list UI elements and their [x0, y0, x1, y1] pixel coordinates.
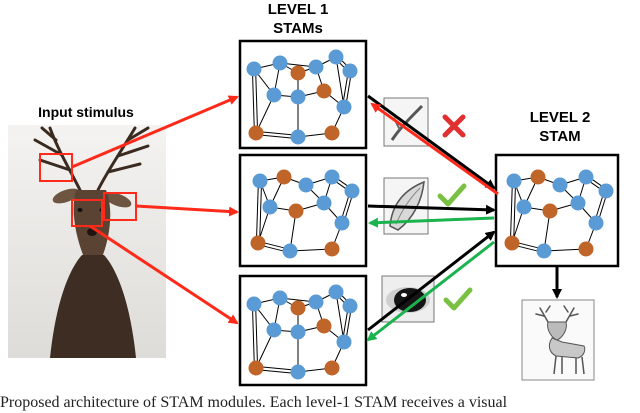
graph-node-orange: [250, 235, 266, 251]
graph-edge: [259, 181, 263, 244]
graph-node-blue: [506, 173, 522, 189]
arrow-input-to-level1-bottom: [89, 224, 239, 325]
graph-edge: [509, 180, 513, 243]
graph-node-blue: [266, 322, 282, 338]
graph-node-blue: [266, 87, 282, 103]
graph-node-blue: [272, 290, 288, 306]
graph-node-orange: [248, 360, 264, 376]
graph-node-blue: [290, 89, 306, 105]
arrow-input-to-level1-top: [71, 95, 239, 169]
graph-node-blue: [336, 99, 352, 115]
graph-node-blue: [290, 129, 306, 145]
stam-graph-3: [246, 284, 358, 380]
graph-node-orange: [530, 169, 546, 185]
level2-title: LEVEL 2: [530, 109, 591, 126]
graph-edge: [255, 180, 259, 243]
graph-node-orange: [316, 83, 332, 99]
graph-node-blue: [570, 195, 586, 211]
graph-node-orange: [290, 300, 306, 316]
graph-node-blue: [536, 243, 552, 259]
graph-node-orange: [316, 318, 332, 334]
level2-subtitle: STAM: [539, 128, 580, 145]
graph-node-blue: [342, 63, 358, 79]
figure-caption: Proposed architecture of STAM modules. E…: [0, 394, 508, 411]
graph-node-orange: [542, 203, 558, 219]
graph-edge: [251, 304, 255, 369]
arrow-level2-to-level1-mid-green: [368, 216, 495, 228]
graph-node-blue: [308, 294, 324, 310]
graph-node-blue: [334, 215, 350, 231]
stam-graph-1: [246, 49, 358, 145]
graph-node-blue: [328, 284, 344, 300]
graph-node-orange: [578, 241, 594, 257]
graph-node-blue: [328, 49, 344, 65]
graph-node-orange: [288, 203, 304, 219]
graph-node-orange: [324, 125, 340, 141]
input-patch-antler: [39, 153, 73, 182]
graph-node-blue: [282, 243, 298, 259]
graph-edge: [255, 303, 259, 368]
graph-node-blue: [552, 177, 568, 193]
graph-node-orange: [324, 360, 340, 376]
graph-edge: [255, 68, 259, 133]
arrow-level2-to-level1-top-red: [370, 102, 499, 196]
check-icon: [443, 287, 473, 311]
graph-node-blue: [298, 177, 314, 193]
arrow-level1-mid-to-level2: [367, 204, 496, 215]
graph-node-blue: [308, 59, 324, 75]
check-icon: [437, 183, 467, 207]
arrow-input-to-level1-mid: [135, 204, 239, 217]
graph-node-blue: [252, 173, 268, 189]
graph-edge: [251, 69, 255, 134]
graph-node-blue: [588, 215, 604, 231]
graph-node-blue: [246, 296, 262, 312]
graph-node-blue: [598, 183, 614, 199]
graph-edge: [335, 291, 345, 343]
graph-node-blue: [336, 334, 352, 350]
level1-title: LEVEL 1: [268, 1, 329, 18]
graph-node-orange: [276, 169, 292, 185]
graph-node-blue: [342, 298, 358, 314]
graph-node-blue: [316, 195, 332, 211]
input-patch-eye: [71, 199, 103, 227]
stam-graph-2: [250, 169, 360, 259]
graph-node-blue: [578, 169, 594, 185]
stam-graph-4: [504, 169, 614, 259]
input-stimulus-label: Input stimulus: [38, 104, 134, 120]
level1-subtitle: STAMs: [273, 20, 323, 37]
graph-node-blue: [516, 199, 532, 215]
graph-node-blue: [262, 199, 278, 215]
arrow-level1-bottom-to-level2: [367, 230, 496, 332]
graph-edge: [335, 56, 345, 108]
graph-node-blue: [290, 324, 306, 340]
graph-node-orange: [248, 125, 264, 141]
graph-node-orange: [504, 235, 520, 251]
graph-node-blue: [246, 61, 262, 77]
graph-node-blue: [344, 183, 360, 199]
arrow-level1-top-to-level2: [367, 94, 496, 190]
arrow-level2-to-level1-bottom-green: [366, 240, 495, 342]
graph-node-blue: [324, 169, 340, 185]
graph-node-orange: [290, 65, 306, 81]
cross-icon: [442, 114, 466, 138]
output-deer-image: [521, 299, 595, 381]
graph-node-orange: [324, 241, 340, 257]
graph-node-blue: [272, 55, 288, 71]
graph-node-blue: [290, 364, 306, 380]
graph-edge: [513, 181, 517, 244]
